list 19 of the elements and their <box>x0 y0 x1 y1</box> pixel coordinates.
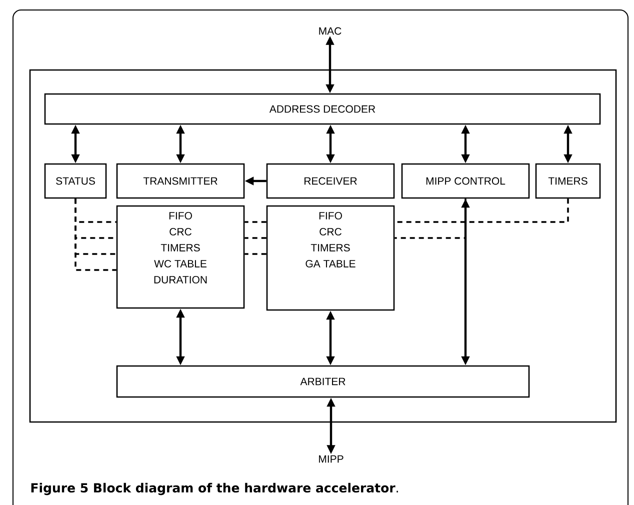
dashed-line <box>74 198 116 271</box>
block-box: TIMERS <box>535 163 601 199</box>
block-box: ARBITER <box>116 365 530 398</box>
enclosure-box <box>29 69 617 423</box>
dashed-line <box>244 237 266 239</box>
port-label: MAC <box>319 27 342 35</box>
block-box: TRANSMITTER <box>116 163 245 199</box>
dashed-line <box>244 253 266 255</box>
block-box: FIFO CRC TIMERS GA TABLE <box>266 205 395 311</box>
dashed-line <box>394 198 569 223</box>
port-label: MIPP <box>319 455 344 463</box>
block-box: STATUS <box>44 163 107 199</box>
block-box: RECEIVER <box>266 163 395 199</box>
dashed-line <box>394 198 466 239</box>
block-box: MIPP CONTROL <box>401 163 530 199</box>
block-box: FIFO CRC TIMERS WC TABLE DURATION <box>116 205 245 309</box>
dashed-line <box>244 221 266 223</box>
block-box: ADDRESS DECODER <box>44 93 601 125</box>
figure-caption: Figure 5 Block diagram of the hardware accelerator. <box>31 482 398 496</box>
